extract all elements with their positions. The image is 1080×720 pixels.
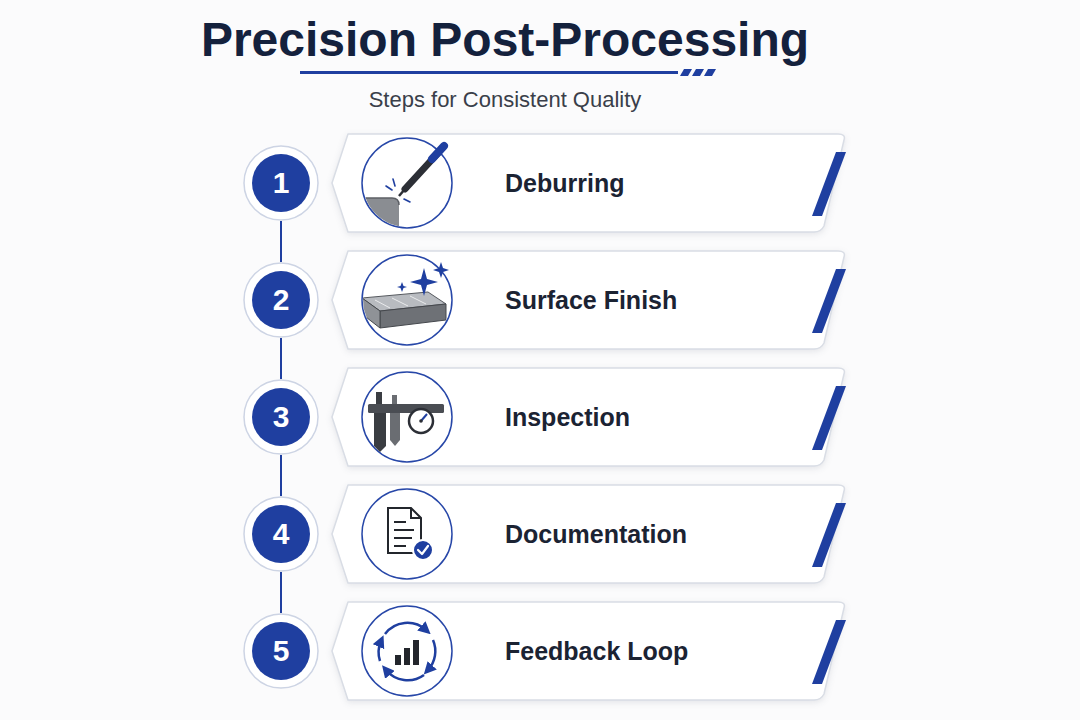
- step-box: Feedback Loop: [330, 601, 848, 701]
- feedback-icon: [379, 623, 436, 680]
- step-number-circle: 1: [243, 145, 319, 221]
- step-label: Surface Finish: [505, 286, 677, 315]
- deburring-icon: [360, 146, 444, 232]
- step-box: Deburring: [330, 133, 848, 233]
- step-connector: [280, 221, 282, 262]
- step-number: 4: [243, 496, 319, 572]
- badge-ring: [244, 263, 318, 337]
- step-connector: [280, 455, 282, 496]
- box-border: [332, 251, 844, 349]
- surface-finish-icon: [362, 292, 446, 328]
- step-label: Feedback Loop: [505, 637, 688, 666]
- step-box: Inspection: [330, 367, 848, 467]
- badge-ring: [244, 614, 318, 688]
- document-icon: [388, 508, 433, 560]
- step-number: 3: [243, 379, 319, 455]
- step-number-circle: 5: [243, 613, 319, 689]
- step-number: 2: [243, 262, 319, 338]
- title: Precision Post-Processing: [0, 12, 1010, 67]
- box-border: [332, 602, 844, 700]
- step-label: Inspection: [505, 403, 630, 432]
- box-border: [332, 485, 844, 583]
- step-number: 1: [243, 145, 319, 221]
- step-connector: [280, 338, 282, 379]
- step-label: Documentation: [505, 520, 687, 549]
- step-number: 5: [243, 613, 319, 689]
- caliper-icon: [368, 392, 444, 452]
- icon-ring: [362, 138, 452, 696]
- step-number-circle: 3: [243, 379, 319, 455]
- badge-ring: [244, 146, 318, 220]
- step-box: Documentation: [330, 484, 848, 584]
- badge-ring: [244, 497, 318, 571]
- step-label: Deburring: [505, 169, 624, 198]
- sparkle: [397, 262, 449, 296]
- step-box: Surface Finish: [330, 250, 848, 350]
- box-border: [332, 134, 844, 232]
- step-connector: [280, 572, 282, 613]
- step-number-circle: 2: [243, 262, 319, 338]
- box-border: [332, 368, 844, 466]
- badge-ring: [244, 380, 318, 454]
- step-number-circle: 4: [243, 496, 319, 572]
- title-underline: [300, 69, 716, 76]
- accent-slash: [812, 152, 846, 684]
- subtitle: Steps for Consistent Quality: [0, 87, 1010, 113]
